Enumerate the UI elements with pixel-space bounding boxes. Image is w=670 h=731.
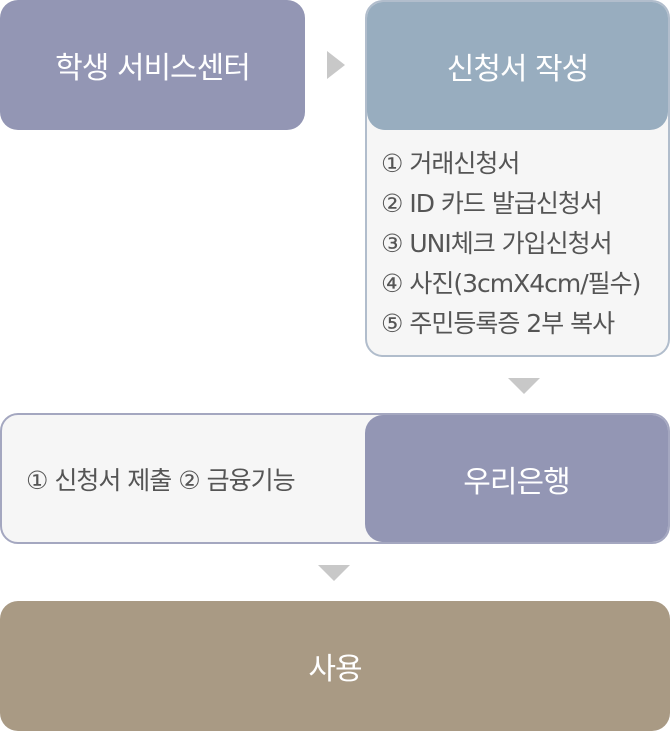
document-item: ④ 사진(3cmX4cm/필수) bbox=[381, 269, 641, 298]
document-item: ③ UNI체크 가입신청서 bbox=[381, 229, 613, 258]
step-use: 사용 bbox=[0, 601, 670, 731]
step-bank-title: 우리은행 bbox=[365, 415, 668, 542]
step-student-service-center: 학생 서비스센터 bbox=[0, 0, 305, 130]
document-item: ⑤ 주민등록증 2부 복사 bbox=[381, 309, 615, 338]
step-application-title: 신청서 작성 bbox=[367, 2, 668, 130]
document-list: ① 거래신청서 ② ID 카드 발급신청서 ③ UNI체크 가입신청서 ④ 사진… bbox=[381, 144, 641, 344]
arrow-down-icon bbox=[318, 565, 350, 581]
arrow-down-icon bbox=[508, 378, 540, 394]
document-item: ② ID 카드 발급신청서 bbox=[381, 189, 603, 218]
arrow-right-icon bbox=[327, 51, 345, 79]
bank-tasks: ① 신청서 제출 ② 금융기능 bbox=[26, 465, 296, 495]
document-item: ① 거래신청서 bbox=[381, 149, 520, 178]
step-application-panel: 신청서 작성 ① 거래신청서 ② ID 카드 발급신청서 ③ UNI체크 가입신… bbox=[365, 0, 670, 357]
step-bank-panel: ① 신청서 제출 ② 금융기능 우리은행 bbox=[0, 413, 670, 544]
